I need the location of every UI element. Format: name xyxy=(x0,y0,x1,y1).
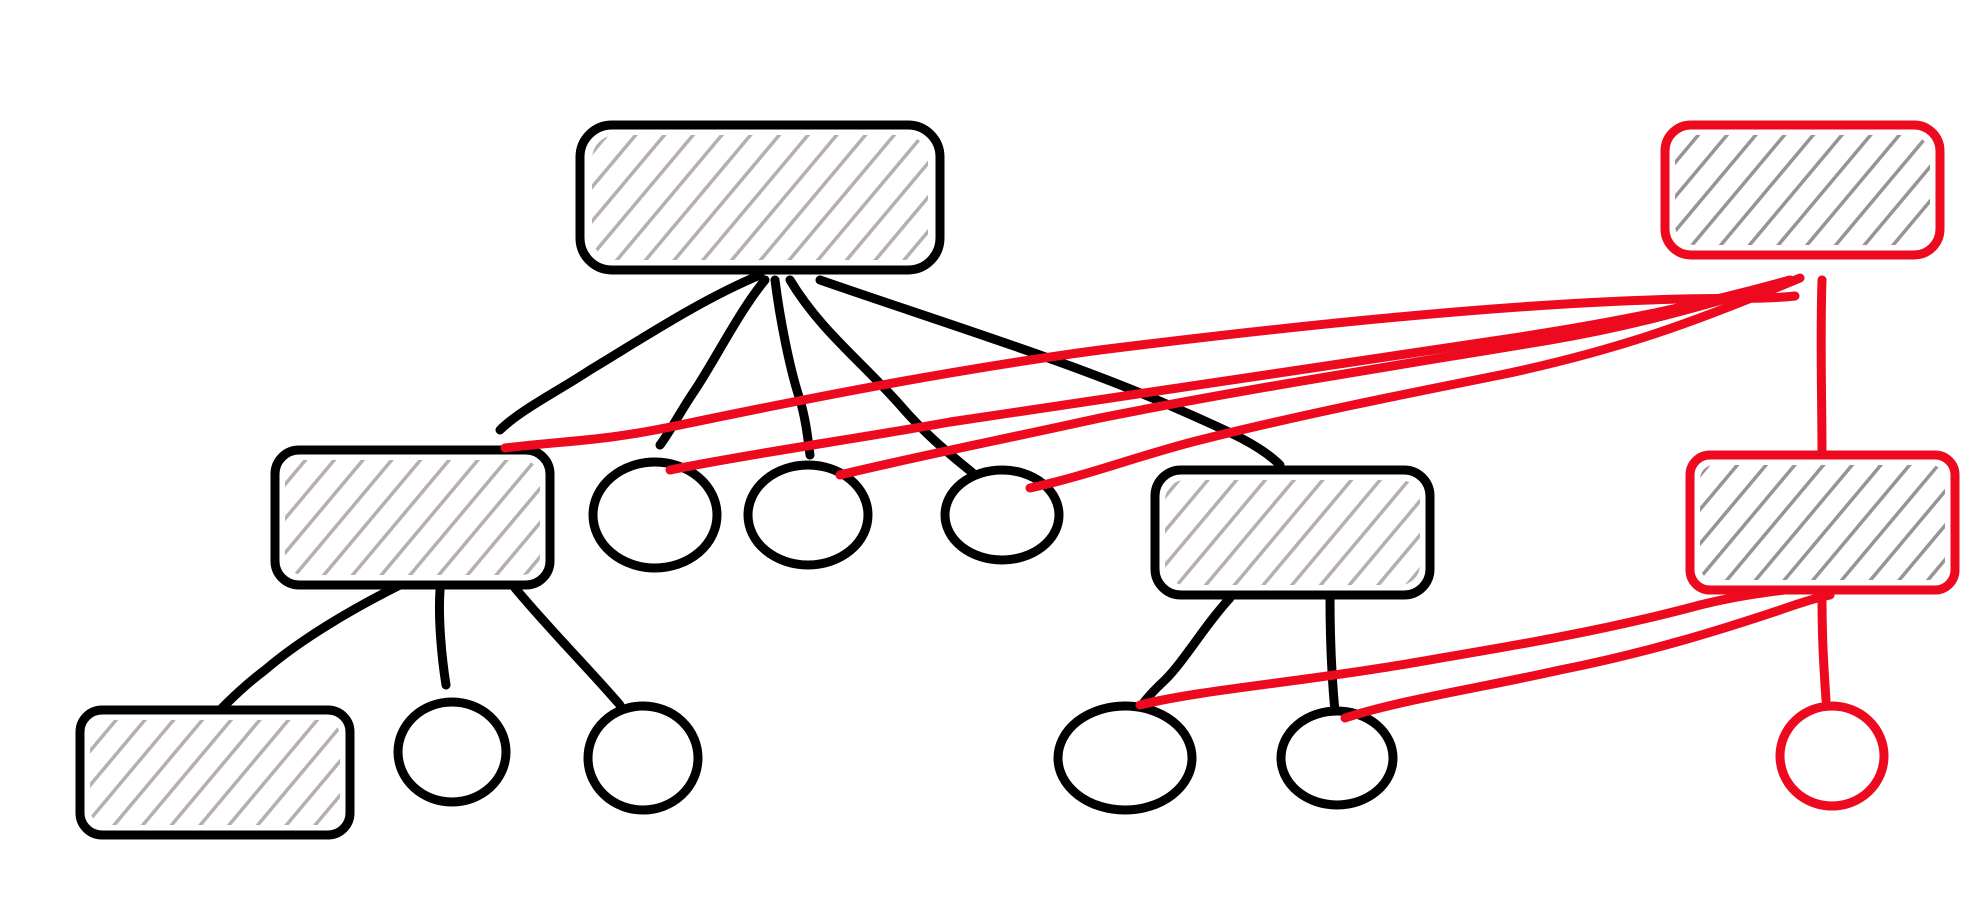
red-mapping-links xyxy=(500,273,1835,723)
red-tree-edges xyxy=(1816,275,1831,705)
red-tree-nodes xyxy=(1660,120,1960,811)
circle-node-4 xyxy=(393,697,511,807)
black-tree-edges xyxy=(215,270,1340,717)
edge-left-box-to-circle-4 xyxy=(434,585,451,690)
root-box-node xyxy=(575,120,945,275)
circle-node-3 xyxy=(940,465,1064,565)
link-red-root-to-left-box xyxy=(500,291,1800,453)
right-box-node xyxy=(1150,465,1435,600)
red-edge-root-to-child xyxy=(1816,275,1827,460)
edge-root-to-right-box xyxy=(815,275,1285,470)
circle-node-2 xyxy=(743,460,873,570)
link-red-root-to-circle-3 xyxy=(1025,273,1805,493)
red-edge-child-to-circle xyxy=(1817,595,1831,705)
red-root-box-node xyxy=(1660,120,1945,260)
circle-node-5 xyxy=(583,701,703,815)
circle-node-7 xyxy=(1276,706,1398,810)
black-tree-nodes xyxy=(75,120,1435,840)
link-red-child-to-circle-6 xyxy=(1135,583,1805,710)
link-red-root-to-circle-2 xyxy=(835,277,1790,480)
circle-node-6 xyxy=(1053,701,1197,815)
edge-root-to-circle-2 xyxy=(770,275,815,460)
red-circle-node xyxy=(1775,701,1889,811)
edge-right-box-to-circle-7 xyxy=(1325,593,1340,717)
edge-left-box-to-small-box xyxy=(215,580,405,715)
link-red-root-to-circle-1 xyxy=(665,275,1795,475)
edge-left-box-to-circle-5 xyxy=(510,583,625,710)
link-red-child-to-circle-7 xyxy=(1340,590,1835,723)
small-box-node xyxy=(75,705,355,840)
left-box-node xyxy=(270,445,555,590)
red-child-box-node xyxy=(1685,450,1960,595)
edge-root-to-left-box xyxy=(495,270,765,435)
circle-node-1 xyxy=(588,457,722,573)
edge-root-to-circle-3 xyxy=(785,275,980,480)
